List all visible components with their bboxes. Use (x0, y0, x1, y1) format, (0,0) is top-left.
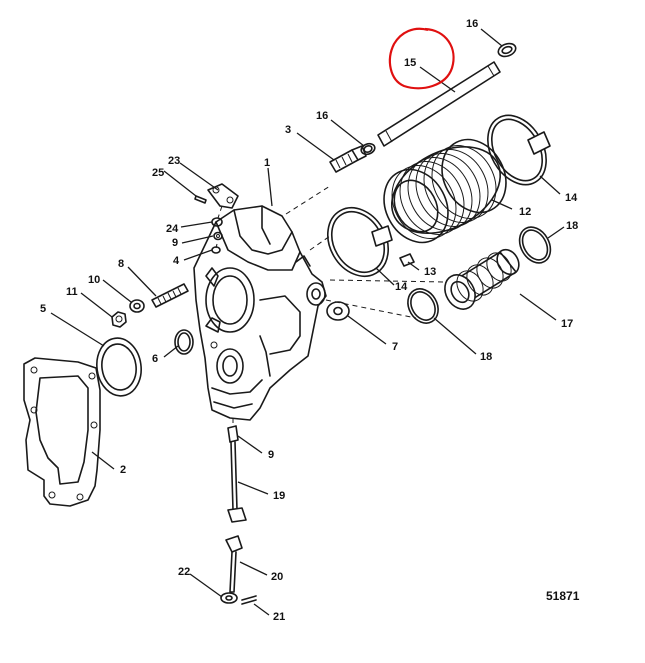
callout-10: 10 (88, 274, 100, 286)
callout-17: 17 (561, 318, 573, 330)
exhaust-bellows-part-12 (383, 138, 507, 244)
hose-clamp-part-18-lower (407, 288, 439, 324)
hose-clamp-part-18-upper (518, 226, 552, 264)
grease-fitting-part-9-top (213, 231, 223, 241)
o-ring-part-6 (174, 329, 194, 355)
o-ring-part-5 (96, 337, 142, 397)
callout-4: 4 (173, 255, 180, 267)
washer-part-10 (129, 299, 145, 313)
shift-bellows-part-17 (444, 248, 520, 310)
hose-clamp-part-16-lower (360, 142, 376, 156)
callout-8: 8 (118, 258, 124, 270)
shift-lever-part-20 (225, 535, 243, 593)
hose-clamp-part-14-lower (327, 207, 393, 277)
callout-14-upper: 14 (565, 192, 578, 204)
pin-part-21 (241, 595, 257, 605)
callout-1: 1 (264, 157, 270, 169)
hose-clamp-part-16-upper (497, 42, 517, 58)
callout-16-lower: 16 (316, 110, 328, 122)
callout-23: 23 (168, 155, 180, 167)
leader-lines (50, 28, 565, 616)
screw-part-25 (194, 195, 207, 204)
callout-9-upper: 9 (172, 237, 178, 249)
callout-25: 25 (152, 167, 164, 179)
callout-5: 5 (40, 303, 46, 315)
water-hose-part-15 (377, 61, 501, 147)
callout-24: 24 (166, 223, 179, 235)
shift-shaft-part-19 (227, 441, 247, 523)
washer-part-7 (326, 301, 350, 321)
callout-7: 7 (392, 341, 398, 353)
washer-part-22 (220, 592, 238, 604)
callout-22: 22 (178, 566, 190, 578)
callout-labels: 1 2 3 4 5 6 7 8 9 9 10 11 12 13 14 14 15… (40, 18, 578, 623)
callout-15: 15 (404, 57, 416, 69)
callout-2: 2 (120, 464, 126, 476)
callout-12: 12 (519, 206, 531, 218)
figure-id: 51871 (546, 589, 580, 603)
callout-6: 6 (152, 353, 158, 365)
assembly-lines (215, 185, 447, 426)
clip-part-13 (399, 253, 415, 267)
callout-9-lower: 9 (268, 449, 274, 461)
callout-19: 19 (273, 490, 285, 502)
callout-20: 20 (271, 571, 283, 583)
highlight-circle (388, 27, 455, 90)
callout-11: 11 (66, 286, 78, 298)
callout-18-lower: 18 (480, 351, 492, 363)
callout-18-upper: 18 (566, 220, 578, 232)
callout-16-upper: 16 (466, 18, 478, 30)
callout-14-lower: 14 (395, 281, 408, 293)
gimbal-housing-part-1 (193, 205, 327, 421)
bracket-part-23 (207, 183, 239, 209)
hose-clamp-part-14-upper (487, 114, 551, 186)
stud-part-8 (151, 283, 189, 308)
gasket-part-2 (23, 357, 101, 507)
callout-21: 21 (273, 611, 285, 623)
callout-13: 13 (424, 266, 436, 278)
callout-3: 3 (285, 124, 291, 136)
nut-part-11 (111, 311, 127, 328)
grease-fitting-part-9-lower (227, 425, 239, 443)
